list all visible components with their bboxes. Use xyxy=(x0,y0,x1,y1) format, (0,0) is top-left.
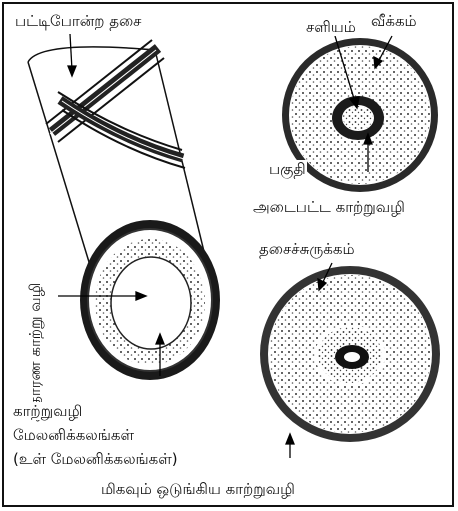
strap-muscle-bands xyxy=(46,40,185,168)
label-inner-epithelial-cells: (உள் மேலனிக்கலங்கள்) xyxy=(12,450,179,468)
label-epithelial-cells: மேலனிக்கலங்கள் xyxy=(12,426,135,444)
label-strap-muscle: பட்டிபோன்ற தசை xyxy=(14,12,142,30)
label-muscle-contraction: தசைச்சுருக்கம் xyxy=(258,240,356,258)
label-partially-1: பகுதி xyxy=(268,160,307,178)
label-severely-narrowed: மிகவும் ஒடுங்கிய காற்றுவழி xyxy=(100,480,296,498)
severely-narrowed-airway xyxy=(260,266,440,442)
normal-airway-cross-section xyxy=(80,220,220,380)
label-mucus: சளியம் xyxy=(305,18,357,36)
label-partially-2: அடைபட்ட காற்றுவழி xyxy=(252,198,406,216)
label-airway: காற்றுவழி xyxy=(12,402,83,420)
label-swelling: வீக்கம் xyxy=(370,12,418,30)
